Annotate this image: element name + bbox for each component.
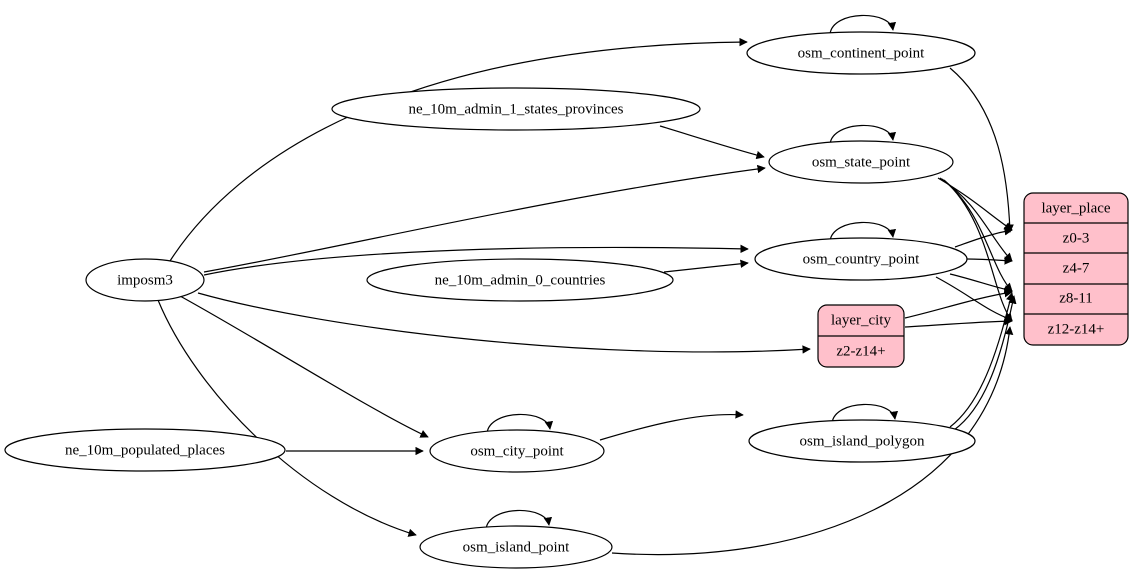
edge-imposm3-to-layer_city <box>197 292 811 354</box>
edge-osm_island_polygon-to-layer_place-z8-11 <box>949 292 1015 428</box>
edge-imposm3-to-osm_continent_point <box>169 37 748 262</box>
node-label-imposm3: imposm3 <box>117 272 173 288</box>
edge-osm_country_point-to-layer_place-z0-3 <box>954 227 1013 248</box>
edge-imposm3-to-osm_city_point <box>179 295 429 438</box>
node-osm-state-point[interactable]: osm_state_point <box>768 140 954 184</box>
record-row-layer-place-z12-z14: z12-z14+ <box>1048 321 1105 337</box>
node-osm-country-point[interactable]: osm_country_point <box>754 237 968 281</box>
node-label-ne-10m-admin-1-states-provinces: ne_10m_admin_1_states_provinces <box>409 101 624 117</box>
edge-osm_continent_point-self-loop <box>829 14 897 35</box>
edge-osm_state_point-to-layer_place-z12-z14 <box>943 179 1013 322</box>
edge-osm_island_polygon-to-layer_place-z8-11-b <box>953 295 1017 431</box>
node-label-osm-island-point: osm_island_point <box>463 539 571 555</box>
records-layer: layer_place z0-3 z4-7 z8-11 z12-z14+ lay… <box>817 192 1129 368</box>
edge-ne_10m_admin_1_states_provinces-to-osm_state_point <box>659 125 765 160</box>
node-label-ne-10m-populated-places: ne_10m_populated_places <box>65 442 225 458</box>
node-ne-10m-populated-places[interactable]: ne_10m_populated_places <box>4 428 286 472</box>
nodes-layer: imposm3 ne_10m_admin_1_states_provinces … <box>4 31 976 569</box>
edge-layer_city-to-layer_place-z8-11 <box>904 289 1013 319</box>
edge-osm_island_polygon-self-loop <box>831 403 899 424</box>
edge-osm_country_point-to-layer_place-z4-7 <box>966 256 1013 265</box>
edge-osm_country_point-to-layer_place-z8-11 <box>949 273 1013 294</box>
node-label-osm-state-point: osm_state_point <box>812 154 911 170</box>
record-node-layer-city[interactable]: layer_city z2-z14+ <box>817 304 905 368</box>
node-ne-10m-admin-1-states-provinces[interactable]: ne_10m_admin_1_states_provinces <box>331 87 701 131</box>
node-label-osm-country-point: osm_country_point <box>803 251 920 267</box>
edge-osm_continent_point-to-layer_place-z0-3 <box>949 67 1014 233</box>
record-row-layer-place-z0-3: z0-3 <box>1063 230 1090 246</box>
edge-osm_city_point-self-loop <box>486 413 554 434</box>
record-row-layer-city-z2-z14: z2-z14+ <box>836 343 885 359</box>
node-label-osm-island-polygon: osm_island_polygon <box>799 433 925 449</box>
node-osm-continent-point[interactable]: osm_continent_point <box>746 31 976 75</box>
edge-osm_country_point-to-layer_place-z12-z14 <box>935 276 1013 322</box>
node-osm-island-polygon[interactable]: osm_island_polygon <box>748 419 976 463</box>
record-row-layer-place-z8-11: z8-11 <box>1059 290 1093 306</box>
edge-ne_10m_admin_0_countries-to-osm_country_point <box>663 259 749 273</box>
edge-imposm3-to-osm_island_point <box>157 299 417 537</box>
node-imposm3[interactable]: imposm3 <box>85 258 205 302</box>
edge-osm_state_point-self-loop <box>829 124 897 145</box>
edge-imposm3-to-osm_state_point <box>203 164 766 273</box>
node-osm-island-point[interactable]: osm_island_point <box>419 525 613 569</box>
node-ne-10m-admin-0-countries[interactable]: ne_10m_admin_0_countries <box>366 258 674 302</box>
edge-osm_city_point-to-osm_island_polygon <box>599 410 744 441</box>
edge-osm_island_point-to-layer_place-z12-z14 <box>611 326 1014 556</box>
record-title-layer-city: layer_city <box>831 312 891 328</box>
record-row-layer-place-z4-7: z4-7 <box>1063 260 1090 276</box>
node-label-ne-10m-admin-0-countries: ne_10m_admin_0_countries <box>435 272 606 288</box>
node-label-osm-continent-point: osm_continent_point <box>798 45 925 61</box>
edge-osm_country_point-self-loop <box>829 221 897 242</box>
edge-layer_city-to-layer_place-z12-z14 <box>904 317 1013 328</box>
edge-osm_island_point-self-loop <box>485 509 553 530</box>
edge-imposm3-to-osm_country_point <box>203 244 749 276</box>
record-title-layer-place: layer_place <box>1041 200 1110 216</box>
node-osm-city-point[interactable]: osm_city_point <box>429 429 605 473</box>
node-label-osm-city-point: osm_city_point <box>470 443 564 459</box>
record-node-layer-place[interactable]: layer_place z0-3 z4-7 z8-11 z12-z14+ <box>1023 192 1129 346</box>
